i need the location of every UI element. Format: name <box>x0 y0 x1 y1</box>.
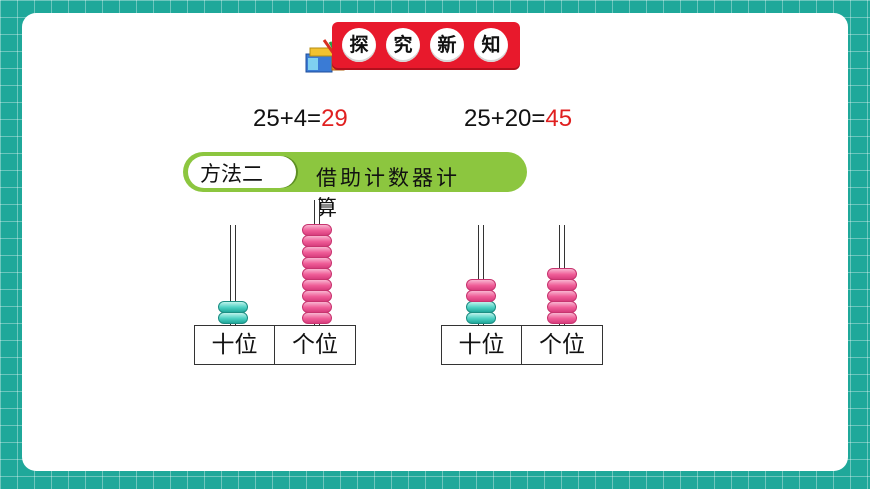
abacus-2-ones-bead <box>547 290 577 302</box>
method-pill: 方法二 借助计数器计算 <box>188 156 478 220</box>
abacus-1-ones-bead <box>302 257 332 269</box>
abacus-2-ones-bead <box>547 268 577 280</box>
abacus-1-ones-bead <box>302 224 332 236</box>
section-banner: 探 究 新 知 <box>332 22 520 68</box>
abacus-1-ones-bead <box>302 246 332 258</box>
abacus-2-tens-bead <box>466 312 496 324</box>
equation-2-answer: 45 <box>545 105 573 132</box>
abacus-2-ones-bead <box>547 312 577 324</box>
abacus-2-ones-bead <box>547 279 577 291</box>
abacus-1-ones-label: 个位 <box>275 325 356 365</box>
abacus-2-tens-label: 十位 <box>441 325 522 365</box>
content-card <box>22 13 848 471</box>
abacus-2-tens-bead <box>466 301 496 313</box>
equation-1-answer: 29 <box>321 105 348 132</box>
abacus-2-ones-bead <box>547 301 577 313</box>
banner-char-2: 究 <box>386 28 420 62</box>
abacus-1-ones-bead <box>302 279 332 291</box>
abacus-1-tens-label: 十位 <box>194 325 275 365</box>
abacus-1-ones-bead <box>302 290 332 302</box>
abacus-1-ones-bead <box>302 312 332 324</box>
equation-1-expr: 25+4= <box>253 105 322 132</box>
abacus-1-ones-bead <box>302 268 332 280</box>
method-number: 方法二 <box>200 162 263 186</box>
abacus-1-ones-bead <box>302 301 332 313</box>
method-title: 借助计数器计算 <box>316 166 460 220</box>
abacus-2-tens-bead <box>466 279 496 291</box>
equation-2-expr: 25+20= <box>464 105 546 132</box>
abacus-2-tens-bead <box>466 290 496 302</box>
banner-char-3: 新 <box>430 28 464 62</box>
abacus-2-ones-label: 个位 <box>522 325 603 365</box>
banner-char-4: 知 <box>474 28 508 62</box>
abacus-1-tens-bead <box>218 301 248 313</box>
abacus-1-ones-bead <box>302 235 332 247</box>
method-bar: 方法二 借助计数器计算 <box>183 152 527 220</box>
abacus-1-tens-bead <box>218 312 248 324</box>
abacus-2-tens-rod <box>478 225 484 325</box>
banner-char-1: 探 <box>342 28 376 62</box>
equation-1: 25+4=29 <box>253 105 348 133</box>
abacus-1-tens-rod <box>230 225 236 325</box>
equation-2: 25+20=45 <box>464 105 572 133</box>
method-pill-bg <box>188 156 296 188</box>
